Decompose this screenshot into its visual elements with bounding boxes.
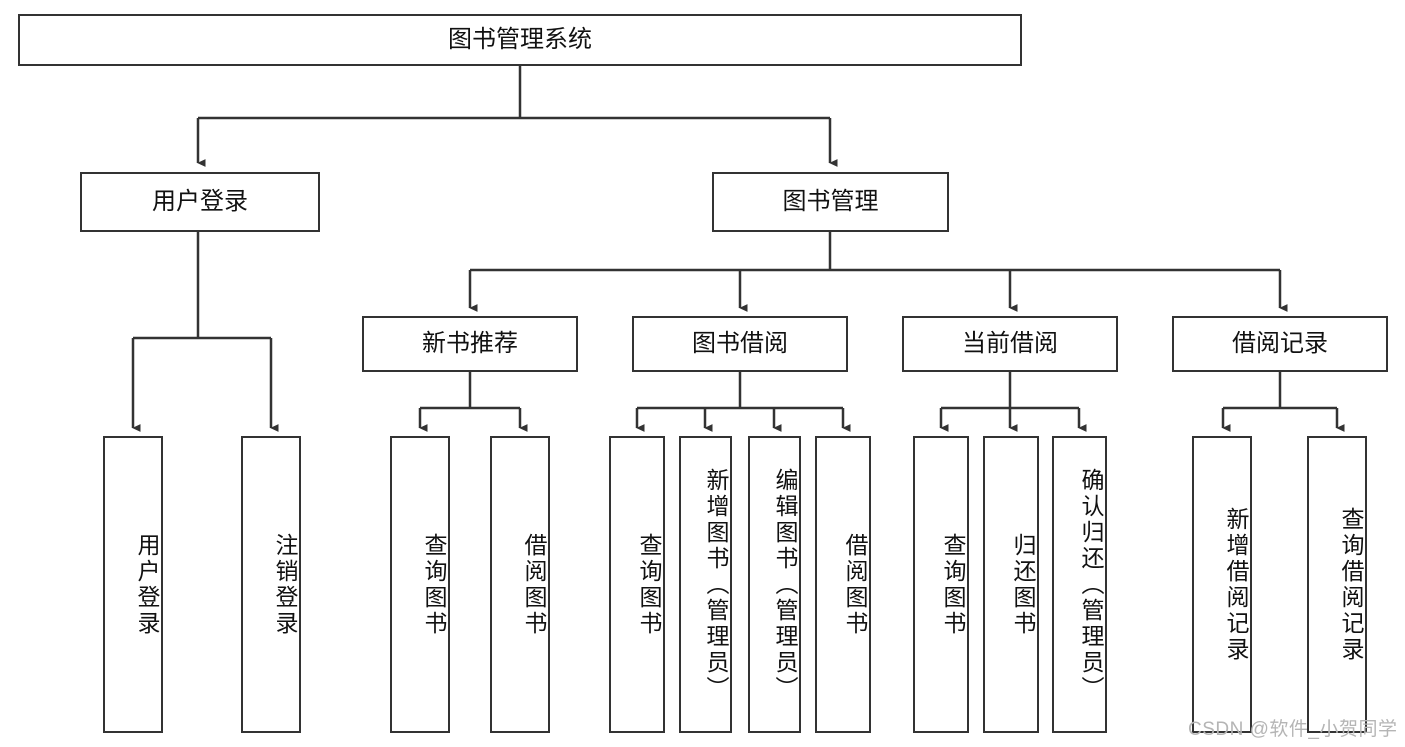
leaf-borrow-book-recommend[interactable]: 借阅图书 (490, 436, 550, 733)
leaf-logout-login[interactable]: 注销登录 (241, 436, 301, 733)
leaf-return-book[interactable]: 归还图书 (983, 436, 1039, 733)
leaf-query-book-current[interactable]: 查询图书 (913, 436, 969, 733)
leaf-user-login[interactable]: 用户登录 (103, 436, 163, 733)
node-current-borrow[interactable]: 当前借阅 (902, 316, 1118, 372)
node-root-book-management-system[interactable]: 图书管理系统 (18, 14, 1022, 66)
node-borrow-record[interactable]: 借阅记录 (1172, 316, 1388, 372)
node-book-borrow[interactable]: 图书借阅 (632, 316, 848, 372)
leaf-query-book-borrow[interactable]: 查询图书 (609, 436, 665, 733)
leaf-query-book-recommend[interactable]: 查询图书 (390, 436, 450, 733)
csdn-watermark: CSDN @软件_小贺同学 (1188, 719, 1398, 740)
leaf-borrow-book-borrow[interactable]: 借阅图书 (815, 436, 871, 733)
node-book-management[interactable]: 图书管理 (712, 172, 949, 232)
leaf-confirm-return-admin[interactable]: 确认归还（管理员） (1052, 436, 1107, 733)
leaf-add-borrow-record[interactable]: 新增借阅记录 (1192, 436, 1252, 733)
node-user-login[interactable]: 用户登录 (80, 172, 320, 232)
leaf-add-book-admin[interactable]: 新增图书（管理员） (679, 436, 732, 733)
leaf-edit-book-admin[interactable]: 编辑图书（管理员） (748, 436, 801, 733)
node-new-book-recommend[interactable]: 新书推荐 (362, 316, 578, 372)
leaf-query-borrow-record[interactable]: 查询借阅记录 (1307, 436, 1367, 733)
